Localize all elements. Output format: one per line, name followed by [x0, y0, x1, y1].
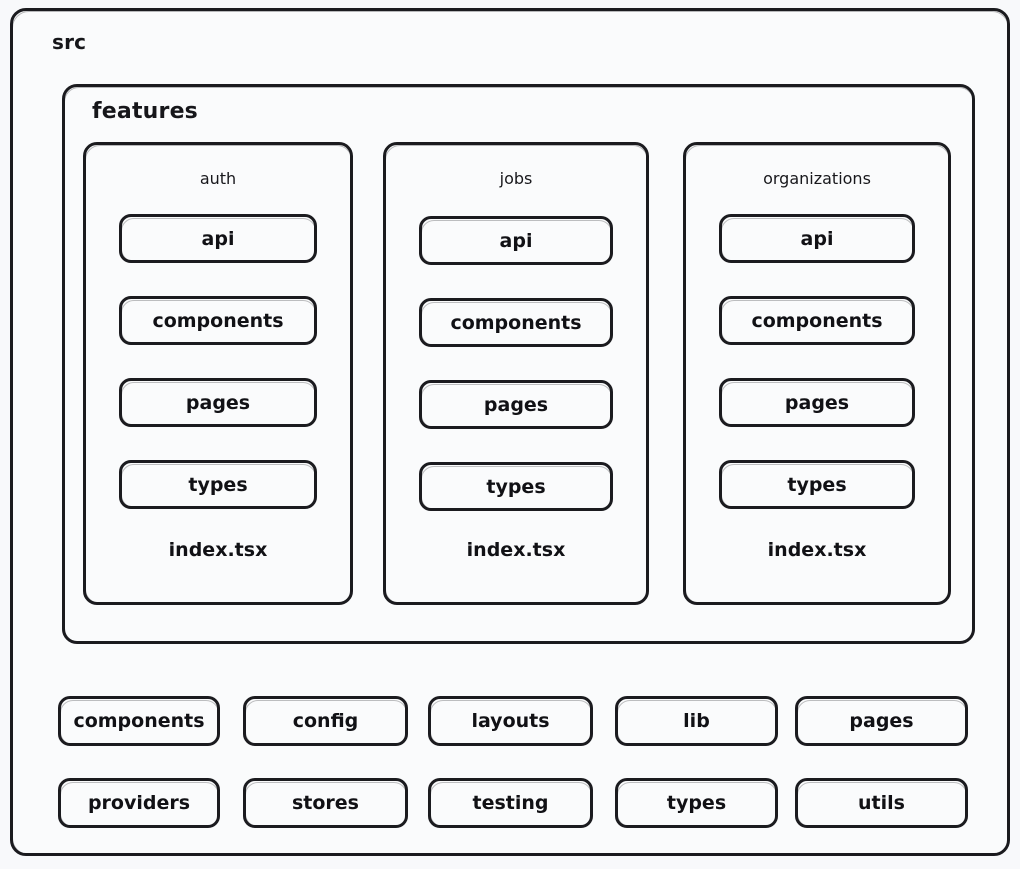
folder-box-api[interactable]: api [119, 214, 317, 263]
folder-box-types[interactable]: types [119, 460, 317, 509]
folder-chip-layouts[interactable]: layouts [428, 696, 593, 746]
folder-chip-testing[interactable]: testing [428, 778, 593, 828]
folder-chip-components[interactable]: components [58, 696, 220, 746]
feature-column-auth[interactable]: auth api components pages types index.ts… [83, 142, 353, 605]
folder-box-api[interactable]: api [719, 214, 915, 263]
src-label: src [52, 30, 87, 54]
feature-column-title: organizations [763, 169, 871, 188]
folder-chip-types[interactable]: types [615, 778, 778, 828]
folder-chip-providers[interactable]: providers [58, 778, 220, 828]
feature-column-organizations[interactable]: organizations api components pages types… [683, 142, 951, 605]
folder-box-components[interactable]: components [119, 296, 317, 345]
feature-file-index: index.tsx [168, 539, 268, 561]
folder-chip-stores[interactable]: stores [243, 778, 408, 828]
feature-file-index: index.tsx [767, 539, 867, 561]
folder-box-pages[interactable]: pages [119, 378, 317, 427]
folder-chip-pages[interactable]: pages [795, 696, 968, 746]
folder-box-types[interactable]: types [419, 462, 613, 511]
folder-box-pages[interactable]: pages [719, 378, 915, 427]
folder-box-api[interactable]: api [419, 216, 613, 265]
folder-chip-lib[interactable]: lib [615, 696, 778, 746]
folder-chip-config[interactable]: config [243, 696, 408, 746]
feature-column-title: jobs [499, 169, 533, 188]
folder-box-components[interactable]: components [419, 298, 613, 347]
feature-column-title: auth [199, 169, 237, 188]
feature-column-jobs[interactable]: jobs api components pages types index.ts… [383, 142, 649, 605]
folder-box-pages[interactable]: pages [419, 380, 613, 429]
feature-file-index: index.tsx [466, 539, 566, 561]
folder-box-components[interactable]: components [719, 296, 915, 345]
folder-box-types[interactable]: types [719, 460, 915, 509]
folder-chip-utils[interactable]: utils [795, 778, 968, 828]
features-label: features [92, 99, 198, 124]
